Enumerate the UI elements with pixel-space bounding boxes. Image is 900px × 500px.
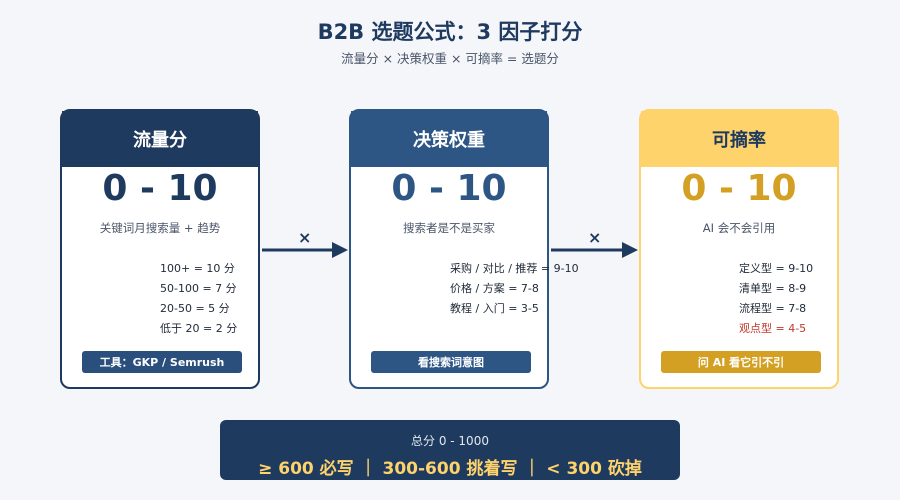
arrow-right-icon <box>551 242 638 258</box>
factor-card-decision-weight: 决策权重 0 - 10 搜索者是不是买家 采购 / 对比 / 推荐 = 9-10… <box>349 109 579 389</box>
score-item: 价格 / 方案 = 7-8 <box>450 282 539 295</box>
card-description: 关键词月搜索量 + 趋势 <box>99 221 221 235</box>
score-item: 教程 / 入门 = 3-5 <box>450 302 539 315</box>
score-item: 定义型 = 9-10 <box>739 262 814 275</box>
diagram-title: B2B 选题公式：3 因子打分 <box>317 20 583 44</box>
card-header: 流量分 <box>62 111 258 167</box>
total-score-label: 总分 0 - 1000 <box>411 434 489 448</box>
score-range: 0 - 10 <box>102 168 218 209</box>
score-range: 0 - 10 <box>391 168 507 209</box>
score-item: 低于 20 = 2 分 <box>160 322 238 335</box>
tool-badge: 工具：GKP / Semrush <box>82 351 242 373</box>
card-header: 决策权重 <box>351 111 547 167</box>
score-item: 100+ = 10 分 <box>160 262 235 275</box>
arrow-right-icon <box>262 242 348 258</box>
multiply-sign: × <box>588 228 602 247</box>
score-item: 采购 / 对比 / 推荐 = 9-10 <box>450 262 579 275</box>
score-list: 采购 / 对比 / 推荐 = 9-10 价格 / 方案 = 7-8 教程 / 入… <box>450 259 579 319</box>
decision-rule: ≥ 600 必写 ｜ 300-600 挑着写 ｜ < 300 砍掉 <box>258 459 642 479</box>
multiply-sign: × <box>298 228 312 247</box>
card-header: 可摘率 <box>641 111 837 167</box>
score-list: 定义型 = 9-10 清单型 = 8-9 流程型 = 7-8 观点型 = 4-5 <box>739 259 813 339</box>
tool-badge: 看搜索词意图 <box>371 351 531 373</box>
formula-subtitle: 流量分 × 决策权重 × 可摘率 = 选题分 <box>341 51 559 66</box>
card-description: AI 会不会引用 <box>702 221 776 235</box>
score-item: 流程型 = 7-8 <box>739 302 807 315</box>
factor-card-citability: 可摘率 0 - 10 AI 会不会引用 定义型 = 9-10 清单型 = 8-9… <box>639 109 839 389</box>
summary-box: 总分 0 - 1000 ≥ 600 必写 ｜ 300-600 挑着写 ｜ < 3… <box>220 420 680 480</box>
score-item: 清单型 = 8-9 <box>739 282 807 295</box>
score-item: 50-100 = 7 分 <box>160 282 237 295</box>
card-description: 搜索者是不是买家 <box>403 221 495 235</box>
score-item: 20-50 = 5 分 <box>160 302 230 315</box>
factor-card-traffic: 流量分 0 - 10 关键词月搜索量 + 趋势 100+ = 10 分 50-1… <box>60 109 260 389</box>
score-range: 0 - 10 <box>681 168 797 209</box>
score-item-opinion: 观点型 = 4-5 <box>739 322 807 335</box>
tool-badge: 问 AI 看它引不引 <box>661 351 821 373</box>
score-list: 100+ = 10 分 50-100 = 7 分 20-50 = 5 分 低于 … <box>160 259 237 339</box>
